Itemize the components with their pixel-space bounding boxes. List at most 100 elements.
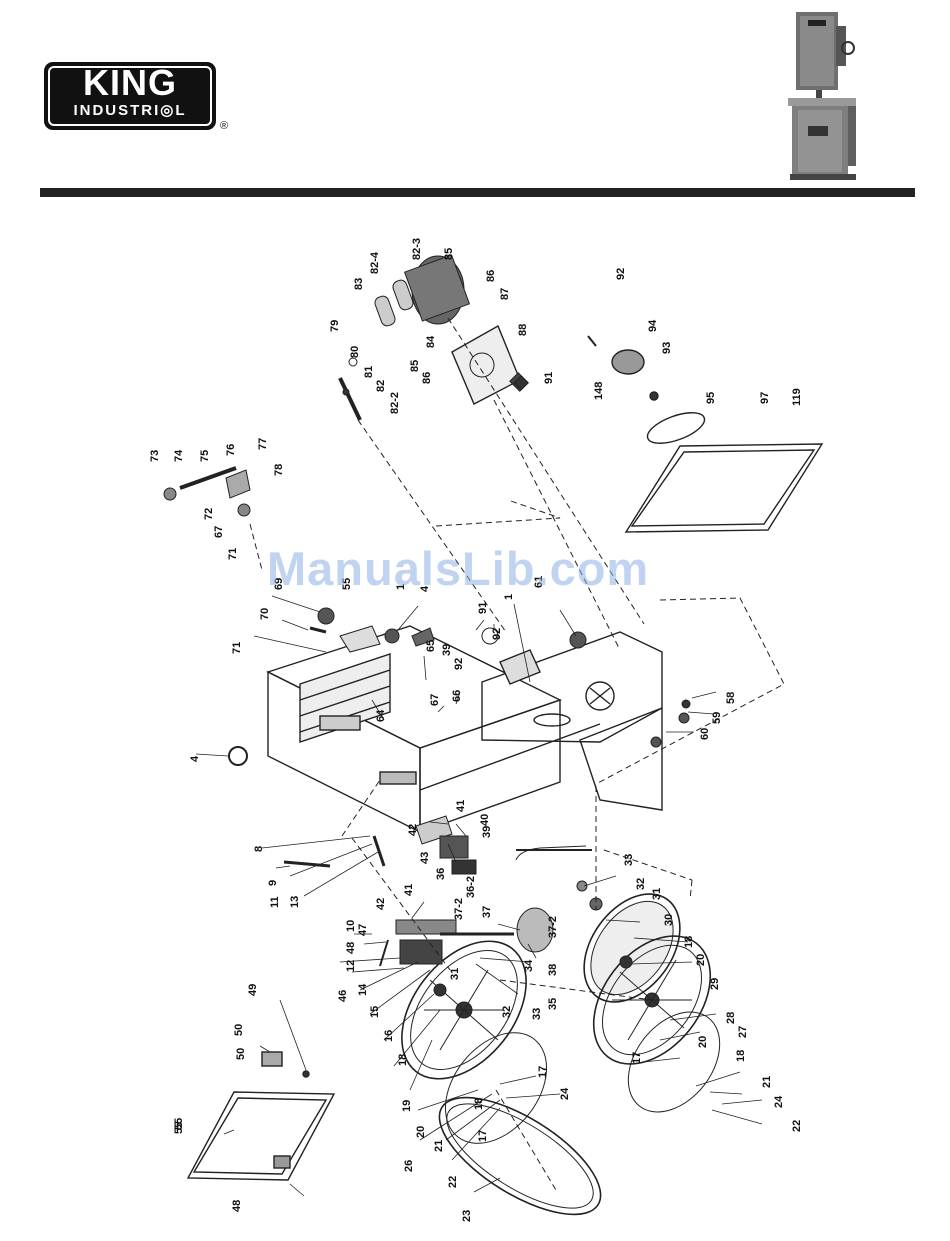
part-label: 92 (615, 268, 627, 280)
part-label: 61 (533, 576, 545, 588)
part-label: 85 (409, 360, 421, 372)
part-label: 95 (705, 392, 717, 404)
part-label: 91 (543, 372, 555, 384)
part-label: 80 (349, 346, 361, 358)
part-label: 28 (725, 1012, 737, 1024)
part-label: 148 (593, 382, 605, 400)
part-label: 1 (503, 594, 515, 600)
part-label: 47 (357, 924, 369, 936)
part-label: 41 (455, 800, 467, 812)
part-label: 16 (383, 1030, 395, 1042)
part-label: 23 (461, 1210, 473, 1222)
part-label: 42 (407, 824, 419, 836)
part-label: 19 (401, 1100, 413, 1112)
part-label: 55 (341, 578, 353, 590)
part-label: 67 (429, 694, 441, 706)
part-label: 35 (547, 998, 559, 1010)
upper-door (587, 335, 824, 533)
part-label: 75 (199, 450, 211, 462)
part-label: 55 (173, 1122, 185, 1134)
manualslib-watermark: ManualsLib.com (267, 542, 650, 595)
logo-border (48, 66, 212, 126)
part-label: 37-2 (453, 898, 465, 920)
part-label: 38 (547, 964, 559, 976)
part-label: 33 (623, 854, 635, 866)
tension-parts (228, 746, 592, 967)
part-label: 82-2 (389, 392, 401, 414)
part-label: 92 (491, 628, 503, 640)
part-label: 46 (337, 990, 349, 1002)
part-label: 20 (415, 1126, 427, 1138)
part-label: 8 (253, 846, 265, 852)
part-label: 17 (631, 1052, 643, 1064)
registered-mark: ® (220, 120, 229, 132)
part-label: 74 (173, 449, 185, 462)
part-label: 42 (375, 898, 387, 910)
part-label: 65 (425, 640, 437, 652)
part-label: 93 (661, 342, 673, 354)
part-label: 82-3 (411, 238, 423, 260)
part-label: 48 (345, 942, 357, 954)
part-label: 48 (231, 1200, 243, 1212)
part-label: 36-2 (465, 876, 477, 898)
part-label: 36 (435, 868, 447, 880)
part-label: 4 (419, 585, 431, 592)
part-label: 21 (761, 1076, 773, 1088)
guide-post-parts (163, 357, 587, 653)
part-label: 58 (725, 692, 737, 704)
part-label: 67 (213, 526, 225, 538)
part-label: 40 (479, 814, 491, 826)
part-label: 11 (269, 896, 281, 908)
part-label: 31 (449, 968, 461, 980)
header-rule (40, 188, 915, 197)
part-label: 60 (699, 728, 711, 740)
part-label: 49 (247, 984, 259, 996)
part-label: 71 (231, 642, 243, 654)
part-label: 76 (225, 444, 237, 456)
part-label: 72 (203, 508, 215, 520)
part-label: 77 (257, 438, 269, 450)
part-label: 43 (419, 852, 431, 864)
part-label: 22 (447, 1176, 459, 1188)
part-label: 9 (267, 880, 279, 886)
part-label: 39 (481, 826, 493, 838)
main-frame (266, 625, 663, 834)
part-label: 31 (651, 888, 663, 900)
part-label: 1 (395, 584, 407, 590)
part-label: 18 (473, 1098, 485, 1110)
part-label: 4 (189, 755, 201, 762)
part-label: 82-4 (369, 251, 381, 274)
part-label: 50 (235, 1048, 247, 1060)
part-label: 66 (451, 690, 463, 702)
part-label: 73 (149, 450, 161, 462)
part-number-labels: 4 8 9 13 11 10 12 48 47 14 15 16 18 19 2… (149, 238, 803, 1222)
part-label: 33 (531, 1008, 543, 1020)
part-label: 29 (709, 978, 721, 990)
part-label: 86 (485, 270, 497, 282)
leader-lines (195, 595, 763, 1197)
part-label: 13 (289, 896, 301, 908)
part-label: 34 (523, 959, 535, 972)
part-label: 71 (227, 548, 239, 560)
part-label: 81 (363, 366, 375, 378)
part-label: 85 (443, 248, 455, 260)
part-label: 59 (711, 712, 723, 724)
part-label: 78 (273, 464, 285, 476)
part-label: 24 (559, 1087, 571, 1100)
part-label: 14 (357, 983, 369, 996)
part-label: 37-2 (547, 916, 559, 938)
part-label: 64 (375, 709, 387, 722)
upper-wheel-assembly (395, 907, 602, 1216)
bandsaw-thumbnail-image (788, 12, 856, 180)
part-label: 18 (735, 1050, 747, 1062)
part-label: 24 (773, 1095, 785, 1108)
part-label: 17 (477, 1130, 489, 1142)
part-label: 27 (737, 1026, 749, 1038)
part-label: 17 (537, 1066, 549, 1078)
part-label: 92 (453, 658, 465, 670)
part-label: 83 (353, 278, 365, 290)
lower-wheel-assembly (576, 880, 721, 1113)
part-label: 55 (173, 1118, 185, 1130)
part-label: 79 (329, 320, 341, 332)
